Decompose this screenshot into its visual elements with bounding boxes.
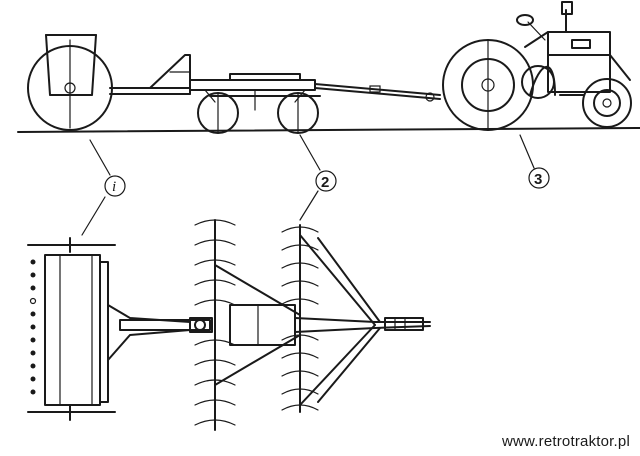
tractor-side [442, 1, 632, 131]
callout-label-3: 3 [534, 171, 542, 188]
watermark: www.retrotraktor.pl [501, 433, 630, 450]
harrow-frame [189, 234, 431, 406]
roller-plan [27, 237, 211, 421]
disc-gang-front [194, 219, 236, 431]
callout-circle-1 [104, 175, 126, 197]
side-view [17, 1, 640, 134]
callout-circle-2 [315, 170, 337, 192]
seed-markers [29, 259, 37, 395]
callout-label-2: 2 [321, 174, 329, 191]
callout-circle-3 [528, 167, 550, 189]
plan-view [27, 219, 431, 431]
callout-label-1: i [112, 179, 116, 195]
roller-seeder-side [27, 34, 191, 131]
ground-line [17, 127, 640, 133]
disc-harrow-side [189, 73, 441, 134]
callouts: i 2 3 [81, 134, 550, 236]
